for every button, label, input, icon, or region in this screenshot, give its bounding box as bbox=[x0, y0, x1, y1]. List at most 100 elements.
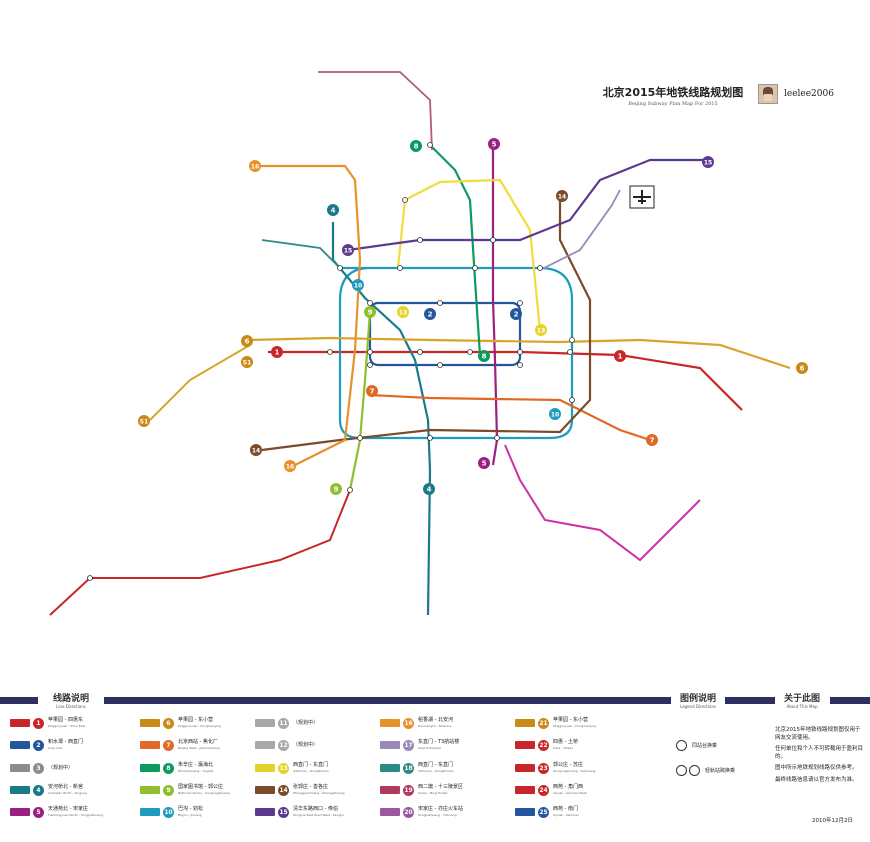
legend-line-badge: 3 bbox=[33, 762, 44, 774]
badge-text: 16 bbox=[286, 464, 294, 471]
legend-line-en: Zhangguozhuang - Shangezhuang bbox=[293, 791, 345, 795]
station-marker bbox=[494, 435, 500, 441]
legend-line-3: 3（规划中） bbox=[10, 761, 73, 775]
legend-line-name: 稻香湖 - 北安河 bbox=[418, 717, 453, 723]
legend-color-swatch bbox=[10, 786, 30, 794]
legend-line-name: 苹果园 - 四惠东 bbox=[48, 717, 83, 723]
legend-line-name: 清华东路西口 - 俸伯 bbox=[293, 806, 338, 812]
section-bar-about bbox=[830, 697, 870, 704]
legend-line-badge: 6 bbox=[163, 717, 174, 729]
legend-line-en: Sihui - Tuqiao bbox=[553, 746, 574, 750]
legend-line-badge: 8 bbox=[163, 762, 174, 774]
legend-color-swatch bbox=[255, 719, 275, 727]
legend-color-swatch bbox=[140, 741, 160, 749]
legend-color-swatch bbox=[380, 741, 400, 749]
badge-circle bbox=[241, 356, 253, 368]
station-marker bbox=[347, 487, 353, 493]
legend-line-name: 天通苑北 - 宋家庄 bbox=[48, 806, 88, 812]
legend-color-swatch bbox=[255, 741, 275, 749]
legend-line-name: 西二旗 - 十三陵景区 bbox=[418, 784, 463, 790]
line-west-route bbox=[261, 239, 341, 269]
map-title-main: 北京2015年地铁线路规划图 bbox=[602, 86, 744, 99]
badge-text: 8 bbox=[482, 353, 487, 361]
badge-circle bbox=[423, 483, 435, 495]
legend-line-name: 巴沟 - 劲松 bbox=[178, 806, 203, 812]
section-title-legend: 图例说明 bbox=[679, 694, 716, 704]
legend-line-badge: 9 bbox=[163, 784, 174, 796]
legend-line-name: 西苑 - 角门西 bbox=[553, 784, 583, 790]
section-title-about: 关于此图 bbox=[783, 694, 820, 704]
line-fangshan-route bbox=[49, 489, 351, 616]
badge-circle bbox=[556, 190, 568, 202]
legend-line-en: Guogongzhuang - Suzhuang bbox=[553, 769, 596, 773]
legend-line-text: （规划中） bbox=[293, 742, 318, 748]
legend-color-swatch bbox=[380, 786, 400, 794]
legend-color-swatch bbox=[140, 786, 160, 794]
station-marker bbox=[567, 349, 573, 355]
line-5-route bbox=[491, 145, 499, 466]
badge-circle bbox=[397, 306, 409, 318]
line-7-route bbox=[369, 393, 651, 442]
badge-circle bbox=[364, 306, 376, 318]
legend-color-swatch bbox=[515, 764, 535, 772]
author-name: leelee2006 bbox=[784, 89, 834, 99]
legend-line-badge: 5 bbox=[33, 806, 44, 818]
badge-text: 6 bbox=[800, 365, 805, 373]
badge-circle bbox=[271, 346, 283, 358]
station-marker bbox=[437, 300, 443, 306]
legend-line-en: Qinghua East Road West - Fengbo bbox=[293, 813, 344, 817]
station-marker bbox=[417, 349, 423, 355]
badge-circle bbox=[366, 385, 378, 397]
legend-line-badge: 25 bbox=[538, 806, 549, 818]
line-airport-route bbox=[539, 189, 621, 271]
badge-circle bbox=[614, 350, 626, 362]
line-badges: 1 1 2 2 4 4 5 5 6 6 7 7 8 8 9 9 10 10 13… bbox=[138, 138, 808, 495]
legend-line-badge: 19 bbox=[403, 784, 414, 796]
station-marker bbox=[402, 197, 408, 203]
badge-text: 14 bbox=[558, 194, 566, 201]
station-marker bbox=[472, 265, 478, 271]
legend-line-en: Daoxianghu - Beianhe bbox=[418, 724, 452, 728]
legend-line-badge: 2 bbox=[33, 739, 44, 751]
station-marker bbox=[87, 575, 93, 581]
legend-transfer: 同站台换乘 bbox=[676, 740, 717, 751]
legend-line-name: 苹果园 - 东小营 bbox=[553, 717, 588, 723]
legend-line-badge: 10 bbox=[163, 806, 174, 818]
station-marker bbox=[467, 349, 473, 355]
station-markers bbox=[87, 142, 575, 581]
section-bar-lines bbox=[104, 697, 671, 704]
legend-line-name: 西苑 - 南门 bbox=[553, 806, 578, 812]
legend-line-en: Songjiazhuang - Yizhuang bbox=[418, 813, 457, 817]
badge-circle bbox=[342, 244, 354, 256]
legend-line-name: 国家图书馆 - 郭公庄 bbox=[178, 784, 223, 790]
legend-line-11: 11（规划中） bbox=[255, 716, 318, 730]
legend-line-name: 北京西站 - 焦化厂 bbox=[178, 739, 218, 745]
map-title-sub: Beijing Subway Plan Map For 2015 bbox=[628, 101, 718, 107]
badge-circle bbox=[352, 279, 364, 291]
line-6-route bbox=[249, 336, 791, 370]
legend-line-name: （规划中） bbox=[293, 720, 319, 726]
legend-color-swatch bbox=[140, 719, 160, 727]
badge-circle bbox=[646, 434, 658, 446]
badge-text: 13 bbox=[399, 310, 407, 317]
legend-line-name: （规划中） bbox=[293, 742, 319, 748]
legend-line-en: Anheqiao North - Xingong bbox=[48, 791, 87, 795]
